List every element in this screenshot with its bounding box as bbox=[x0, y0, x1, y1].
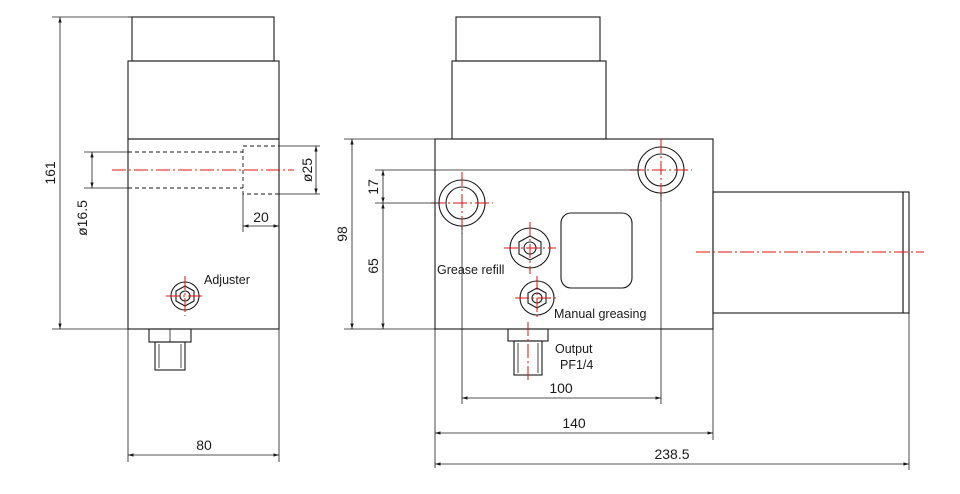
side-cylinder bbox=[696, 191, 924, 314]
manual-greasing-label: Manual greasing bbox=[554, 307, 646, 321]
front-view: 98 17 65 100 140 bbox=[334, 16, 924, 470]
sight-window bbox=[560, 212, 633, 289]
dim-side-width: 80 bbox=[127, 329, 280, 462]
dim-height-total: 161 bbox=[42, 16, 132, 330]
side-upper-housing bbox=[127, 60, 280, 140]
dim-counterbore-depth: 20 bbox=[242, 194, 280, 232]
dim-offset-65: 65 bbox=[365, 203, 385, 329]
side-bore-hidden bbox=[112, 145, 294, 195]
dim-65-text: 65 bbox=[365, 258, 381, 274]
side-output-fitting bbox=[148, 328, 192, 371]
front-body bbox=[434, 138, 714, 330]
dim-98-text: 98 bbox=[334, 226, 350, 242]
dim-counterbore-dia: ø25 bbox=[279, 145, 320, 195]
adjuster-fitting bbox=[166, 276, 204, 316]
dim-100-text: 100 bbox=[549, 380, 573, 396]
dim-bore-text: ø16.5 bbox=[74, 200, 90, 236]
dim-17-text: 17 bbox=[365, 179, 381, 195]
dim-80-text: 80 bbox=[196, 437, 212, 453]
side-body bbox=[127, 138, 280, 330]
side-cap bbox=[131, 16, 275, 62]
dim-body-height: 98 bbox=[334, 138, 435, 330]
output-label: Output bbox=[555, 342, 593, 356]
dim-bore-dia: ø16.5 bbox=[74, 151, 128, 236]
dim-counterbore-text: ø25 bbox=[299, 158, 315, 182]
output-thread-label: PF1/4 bbox=[560, 358, 593, 372]
grease-refill-nipple bbox=[504, 222, 556, 274]
dim-20-text: 20 bbox=[253, 209, 269, 225]
dim-140-text: 140 bbox=[562, 415, 586, 431]
front-upper-housing bbox=[451, 60, 607, 140]
dim-238-text: 238.5 bbox=[654, 446, 689, 462]
dim-hole-spacing: 100 bbox=[461, 193, 662, 404]
dim-offset-17: 17 bbox=[365, 169, 640, 204]
dim-body-width: 140 bbox=[434, 313, 714, 468]
front-output-fitting bbox=[507, 322, 549, 382]
dim-overall-width: 238.5 bbox=[435, 313, 910, 470]
dim-161-text: 161 bbox=[42, 161, 58, 185]
side-view: 161 ø16.5 ø25 20 80 bbox=[42, 16, 320, 462]
manual-greasing-nipple bbox=[515, 276, 559, 320]
mounting-hole-left bbox=[431, 172, 493, 234]
front-cap bbox=[455, 16, 601, 62]
adjuster-label: Adjuster bbox=[204, 273, 250, 287]
grease-refill-label: Grease refill bbox=[437, 263, 504, 277]
